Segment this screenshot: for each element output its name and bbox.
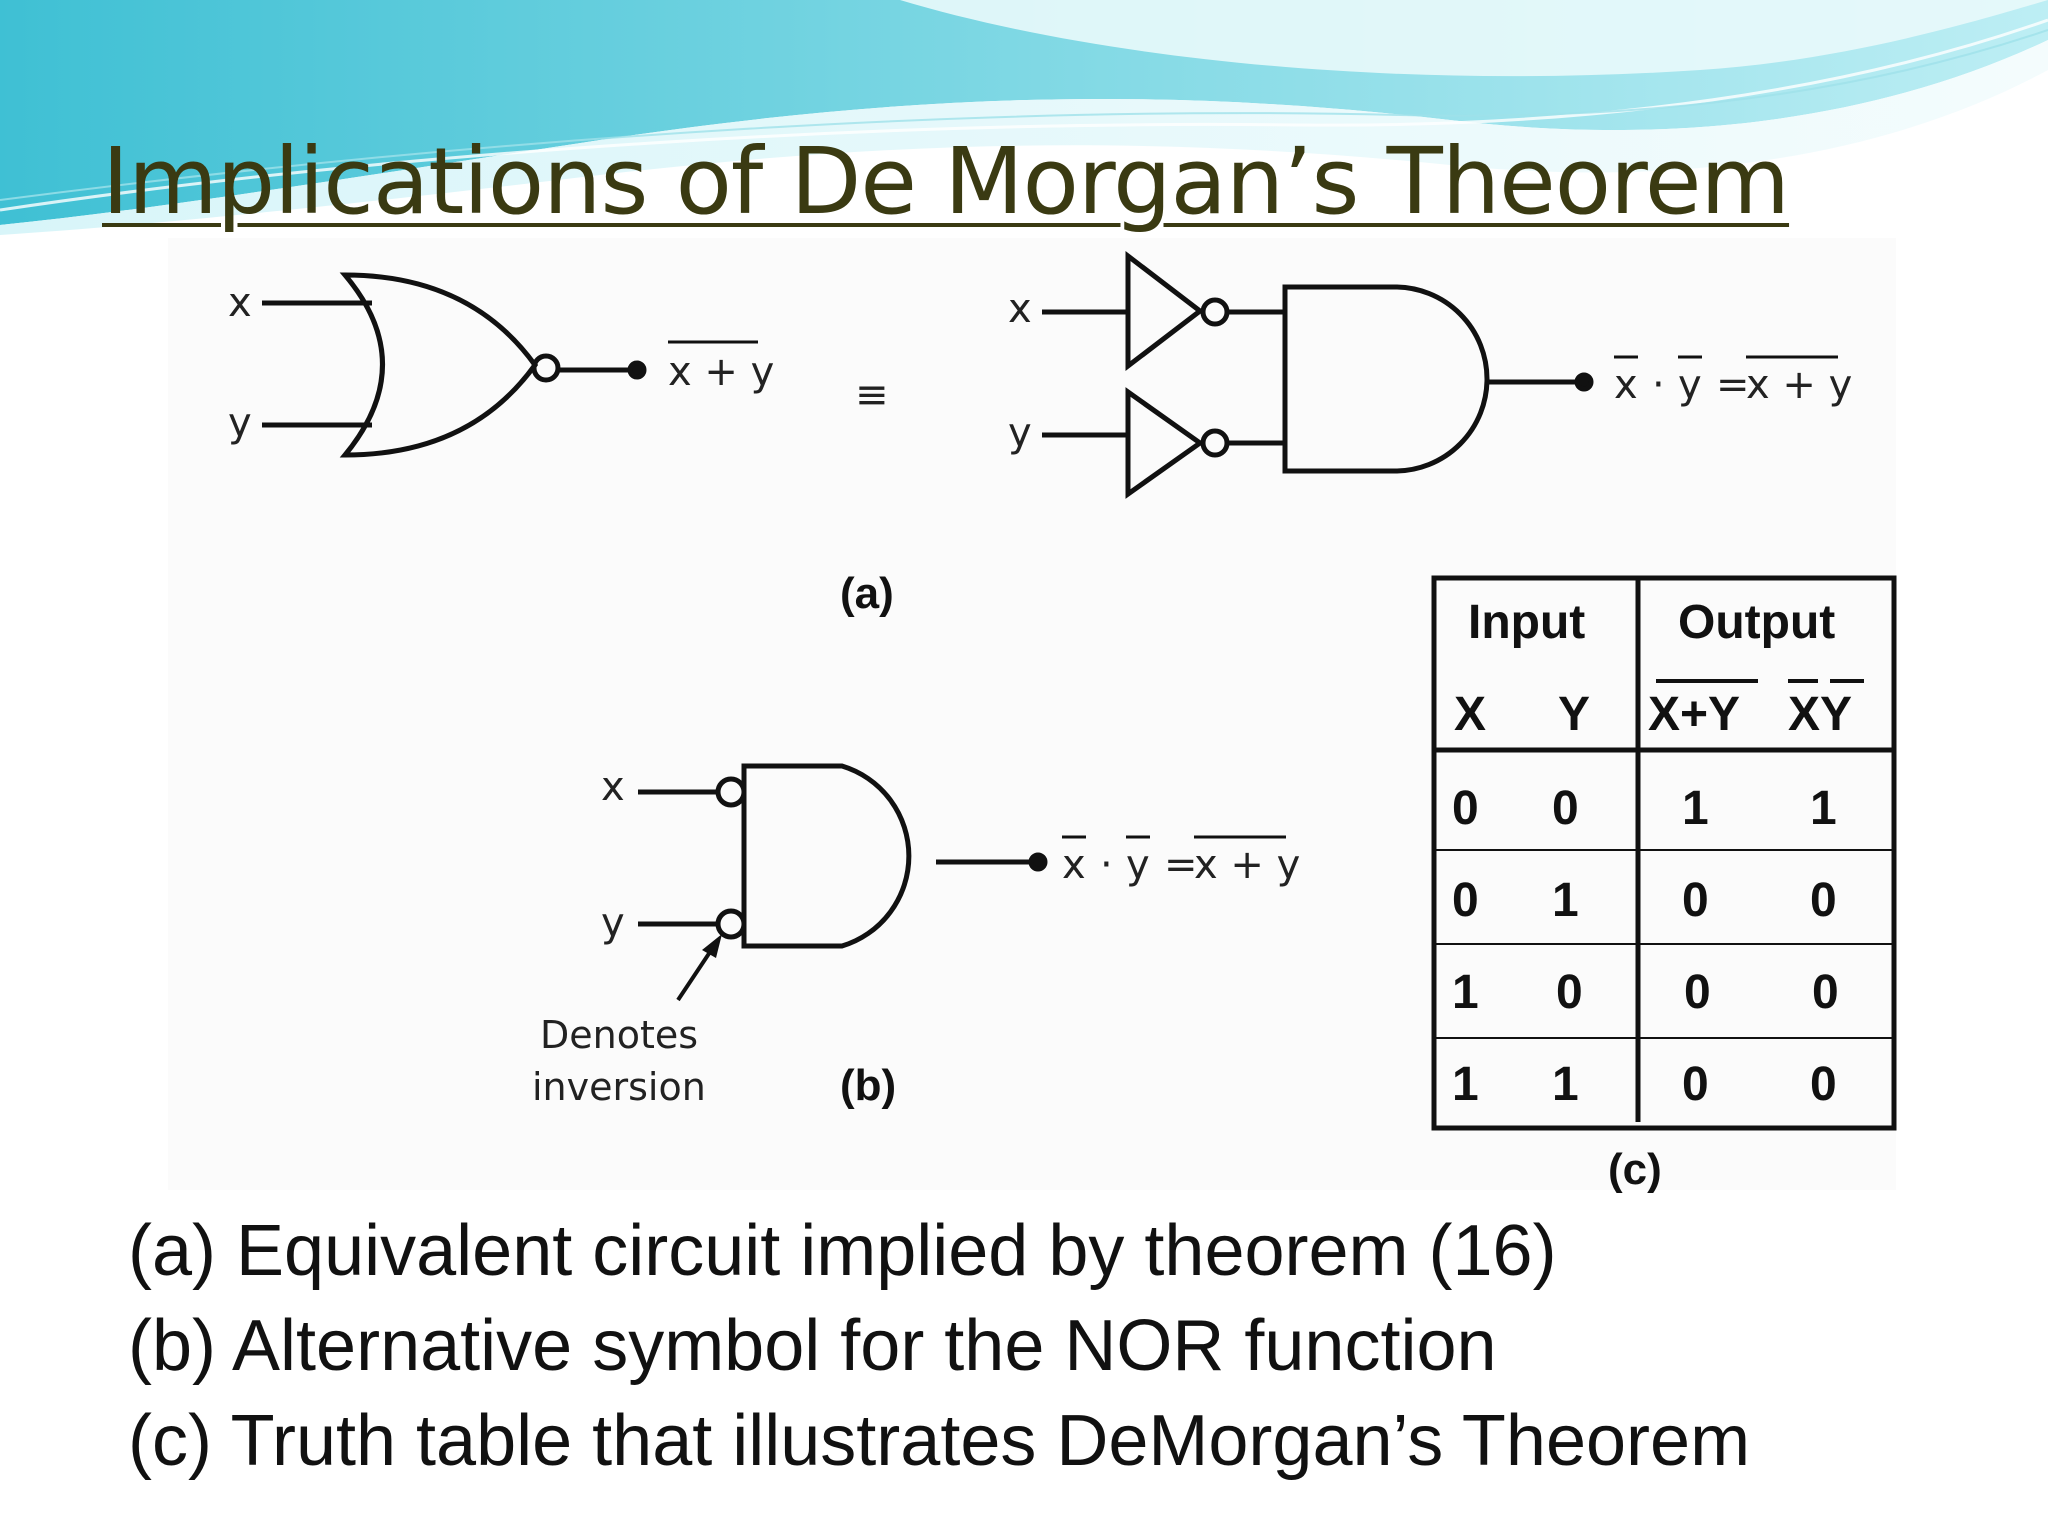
slide-title: Implications of De Morgan’s Theorem [102, 128, 1790, 235]
cell: 0 [1452, 782, 1479, 835]
caption-c: (c) Truth table that illustrates DeMorga… [128, 1401, 1751, 1481]
diagram-b-output-dot [1028, 852, 1048, 872]
inversion-note-line1: Denotes [540, 1013, 698, 1057]
cell: 1 [1682, 782, 1709, 835]
header-input: Input [1468, 596, 1585, 649]
header-output: Output [1678, 596, 1835, 649]
rhs-output-dot [1574, 372, 1594, 392]
cell: 0 [1684, 966, 1711, 1019]
rhs-expr-eq: = [1716, 362, 1750, 408]
col-nor: X+Y [1648, 688, 1740, 741]
rhs-expr-y: y [1678, 362, 1702, 408]
rhs-expr-nor: x + y [1746, 362, 1852, 408]
b-expr-x: x [1062, 842, 1086, 888]
diagram-b-output-expression: x · y = x + y [1062, 842, 1300, 888]
diagram-a-nor-output-label: x + y [668, 349, 774, 395]
caption-a: (a) Equivalent circuit implied by theore… [128, 1211, 1557, 1291]
col-y: Y [1558, 688, 1590, 741]
diagram-b-input-x-label: x [601, 764, 625, 810]
truth-table-border [1431, 575, 1897, 1131]
cell: 1 [1552, 874, 1579, 927]
cell: 0 [1682, 874, 1709, 927]
col-and: XY [1788, 688, 1852, 741]
truth-table: Input Output X Y X+Y XY 0 0 1 1 0 1 0 0 … [1431, 575, 1897, 1194]
diagram-a-rhs-input-y-label: y [1008, 410, 1032, 456]
cell: 0 [1682, 1058, 1709, 1111]
cell: 0 [1810, 874, 1837, 927]
diagram-a-input-y-label: y [228, 400, 252, 446]
inversion-pointer-line [676, 944, 716, 1002]
cell: 0 [1556, 966, 1583, 1019]
cell: 1 [1452, 1058, 1479, 1111]
truth-table-label: (c) [1608, 1145, 1662, 1194]
diagram-a: x y x + y [228, 272, 774, 458]
diagram-a-input-x-label: x [228, 280, 252, 326]
rhs-expr-x: x [1614, 362, 1638, 408]
cell: 0 [1810, 1058, 1837, 1111]
table-row: 1 1 0 0 [1452, 1058, 1837, 1111]
inverter-x-symbol [1125, 250, 1205, 372]
diagram-b-label: (b) [840, 1061, 896, 1110]
cell: 0 [1552, 782, 1579, 835]
diagram-a-label: (a) [840, 569, 894, 618]
cell: 1 [1452, 966, 1479, 1019]
cell: 0 [1452, 874, 1479, 927]
figure-background [168, 238, 1896, 1190]
b-expr-eq: = [1164, 842, 1198, 888]
and-gate-symbol [1282, 284, 1490, 474]
b-expr-y: y [1126, 842, 1150, 888]
inverter-y-symbol [1125, 387, 1205, 499]
equivalence-symbol: ≡ [855, 372, 889, 418]
b-expr-dot: · [1100, 842, 1113, 888]
diagram-b-and-gate-symbol [741, 763, 912, 949]
inversion-note-line2: inversion [532, 1065, 706, 1109]
rhs-expr-dot: · [1652, 362, 1665, 408]
diagram-b-input-y-label: y [601, 900, 625, 946]
table-row: 1 0 0 0 [1452, 966, 1839, 1019]
inversion-pointer-arrowhead [702, 934, 722, 958]
diagram-a-rhs-input-x-label: x [1008, 286, 1032, 332]
col-x: X [1454, 688, 1486, 741]
rhs-output-expression: x · y = x + y [1614, 362, 1852, 408]
diagram-b: x y x · y = x + y Denotes inversion [532, 763, 1300, 1109]
header-wave-decoration [0, 0, 2048, 235]
b-expr-nor: x + y [1194, 842, 1300, 888]
cell: 0 [1812, 966, 1839, 1019]
cell: 1 [1810, 782, 1837, 835]
table-row: 0 1 0 0 [1452, 874, 1837, 927]
table-row: 0 0 1 1 [1452, 782, 1837, 835]
caption-b: (b) Alternative symbol for the NOR funct… [128, 1306, 1497, 1386]
diagram-a-equivalent: x y x · y = x + y [1008, 250, 1852, 499]
diagram-a-output-dot [627, 360, 647, 380]
cell: 1 [1552, 1058, 1579, 1111]
nor-gate-symbol [339, 272, 539, 458]
